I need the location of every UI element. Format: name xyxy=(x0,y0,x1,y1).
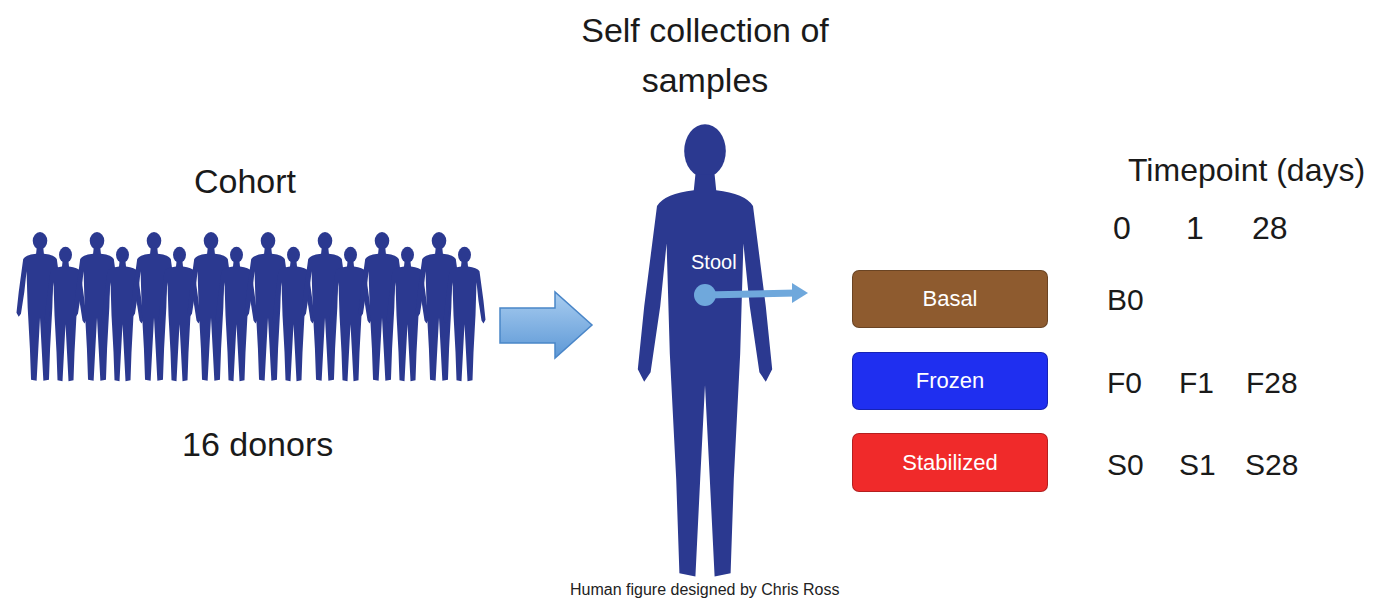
crowd-figures xyxy=(16,232,485,381)
label: Timepoint (days) xyxy=(1128,152,1365,189)
label: 28 xyxy=(1252,210,1288,247)
label: F28 xyxy=(1246,366,1298,401)
label: 1 xyxy=(1186,210,1204,247)
label: S1 xyxy=(1179,448,1216,483)
sample-box: Basal xyxy=(852,270,1048,328)
label: Cohort xyxy=(194,162,296,201)
sample-box: Frozen xyxy=(852,352,1048,410)
box-label: Basal xyxy=(922,286,977,312)
human-figure xyxy=(638,124,772,576)
label: F1 xyxy=(1179,366,1214,401)
label: S28 xyxy=(1245,448,1298,483)
label: 0 xyxy=(1113,210,1131,247)
label: Stool xyxy=(691,251,737,274)
title: Self collection of samples xyxy=(580,5,830,105)
label: 16 donors xyxy=(182,425,333,464)
stool-arrow xyxy=(694,283,808,306)
flow-arrow xyxy=(500,292,592,358)
crowd-person xyxy=(444,247,486,381)
label: B0 xyxy=(1107,283,1144,318)
box-label: Stabilized xyxy=(902,450,997,476)
box-label: Frozen xyxy=(916,368,984,394)
label: S0 xyxy=(1107,448,1144,483)
label: F0 xyxy=(1107,366,1142,401)
caption: Human figure designed by Chris Ross xyxy=(570,581,839,599)
sample-box: Stabilized xyxy=(852,433,1048,492)
